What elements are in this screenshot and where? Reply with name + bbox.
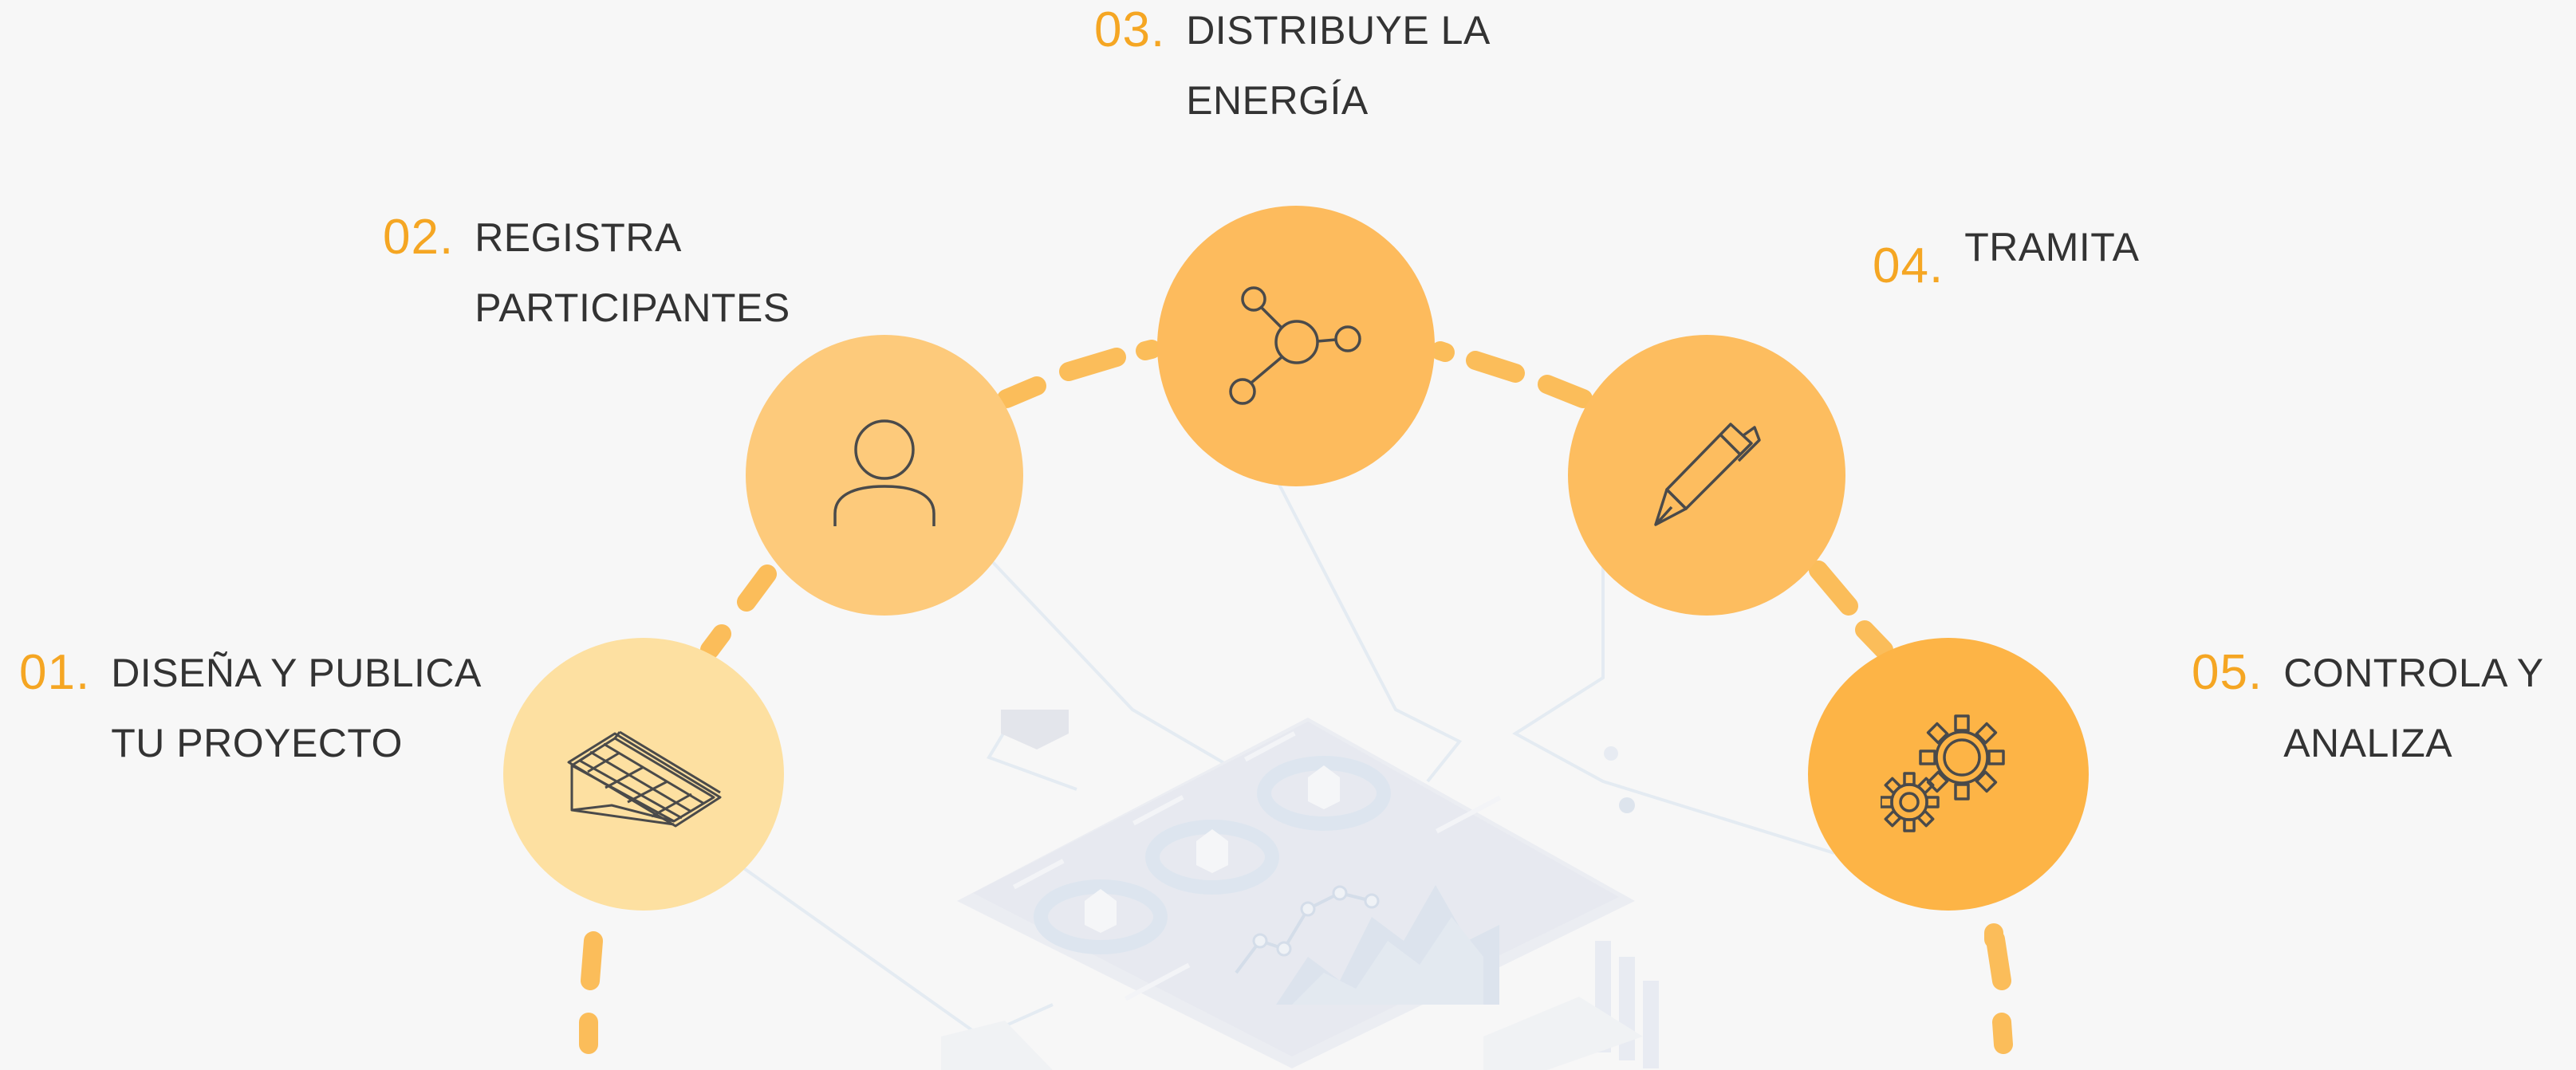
step-03-label: 03. DISTRIBUYE LA ENERGÍA — [1094, 0, 1491, 136]
step-title: TRAMITA — [1964, 225, 2140, 269]
step-number: 04. — [1873, 238, 1944, 293]
step-04-circle[interactable] — [1568, 335, 1845, 616]
step-title: CONTROLA Y ANALIZA — [2283, 651, 2544, 765]
user-icon — [829, 419, 940, 531]
step-title: DISEÑA Y PUBLICA TU PROYECTO — [111, 651, 482, 765]
step-number: 03. — [1094, 2, 1166, 57]
gears-icon — [1881, 714, 2016, 834]
step-04-label: 04. TRAMITA — [1873, 225, 2139, 301]
network-node-icon — [1228, 286, 1364, 406]
step-05-label: 05. CONTROLA Y ANALIZA — [2192, 638, 2544, 778]
step-03-circle[interactable] — [1157, 206, 1435, 486]
step-05-circle[interactable] — [1808, 638, 2089, 911]
pen-icon — [1651, 419, 1763, 531]
step-title: DISTRIBUYE LA ENERGÍA — [1186, 8, 1491, 123]
step-number: 02. — [383, 210, 455, 265]
step-01-circle[interactable] — [503, 638, 784, 911]
step-title: REGISTRA PARTICIPANTES — [475, 215, 790, 330]
step-number: 01. — [19, 645, 91, 700]
step-02-label: 02. REGISTRA PARTICIPANTES — [383, 203, 790, 343]
solar-panel-icon — [564, 714, 723, 834]
step-01-label: 01. DISEÑA Y PUBLICA TU PROYECTO — [19, 638, 482, 778]
step-02-circle[interactable] — [746, 335, 1023, 616]
step-number: 05. — [2192, 645, 2263, 700]
